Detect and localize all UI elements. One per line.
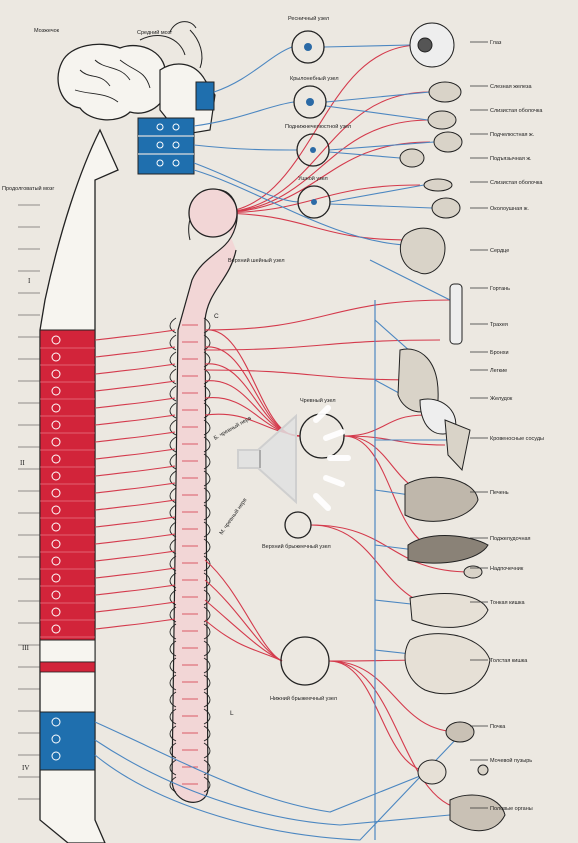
parotid-organ xyxy=(424,179,452,191)
organ-label-mucosa2: Слизистая оболочка xyxy=(490,180,543,186)
chain-label-C: C xyxy=(214,313,219,320)
organ-label-stomach: Желудок xyxy=(490,396,513,402)
organ-label-trachea: Трахея xyxy=(490,322,508,328)
label-medulla: Продолговатый мозг xyxy=(2,185,54,192)
organ-label-mucosa: Слизистая оболочка xyxy=(490,108,543,114)
label-submandibular-ganglion: Поднижнечелюстной узел xyxy=(285,123,351,130)
chain-label-L: L xyxy=(230,710,234,717)
label-superior-cervical: Верхний шейный узел xyxy=(228,257,285,264)
organ-label-eye: Глаз xyxy=(490,40,502,46)
label-midbrain: Средний мозг xyxy=(137,29,172,36)
organ-label-vessels: Кровеносные сосуды xyxy=(490,436,544,442)
lacrimal-organ xyxy=(429,82,461,102)
roman-II: II xyxy=(20,459,25,467)
organ-label-large_int: Толстая кишка xyxy=(490,658,528,664)
organ-label-genitals: Половые органы xyxy=(490,806,533,812)
organ-label-bladder: Мочевой пузырь xyxy=(490,757,532,764)
small-int-organ xyxy=(410,594,488,628)
label-otic-ganglion: Ушной узел xyxy=(298,175,328,182)
label-superior-mesenteric: Верхний брыжеечный узел xyxy=(262,543,331,550)
organ-label-lungs: Легкие xyxy=(490,368,507,374)
organ-label-parotid: Околоушная ж. xyxy=(490,206,529,212)
roman-IV: IV xyxy=(22,764,29,772)
organ-label-kidney: Почка xyxy=(490,724,506,730)
submandibular-organ xyxy=(434,132,462,152)
kidney-organ xyxy=(446,722,474,742)
trachea-organ xyxy=(450,284,462,344)
organ-label-pancreas: Поджелудочная xyxy=(490,536,531,542)
label-celiac: Чревный узел xyxy=(300,397,336,404)
label-pterygopalatine-ganglion: Крылонебный узел xyxy=(290,75,339,82)
organ-label-bronchi: Бронхи xyxy=(490,350,509,356)
organ-label-submandibular: Подчелюстная ж. xyxy=(490,132,535,138)
label-cerebellum: Мозжечок xyxy=(34,28,60,34)
roman-III: III xyxy=(22,644,30,652)
organ-label-adrenal: Надпочечник xyxy=(490,566,524,572)
organ-label-larynx: Гортань xyxy=(490,286,510,292)
organ-label-lacrimal: Слезная железа xyxy=(490,84,532,90)
organ-label-heart: Сердце xyxy=(490,248,509,254)
label-ciliary-ganglion: Ресничный узел xyxy=(288,15,329,22)
organ-label-small_int: Тонкая кишка xyxy=(490,600,526,606)
mucosa-organ xyxy=(428,111,456,129)
organ-label-liver: Печень xyxy=(490,490,509,496)
label-inferior-mesenteric: Нижний брыжеечный узел xyxy=(270,695,337,702)
bladder-organ xyxy=(418,760,446,784)
superior-cervical-ganglion-circle xyxy=(189,189,237,237)
organ-label-sublingual: Подъязычная ж. xyxy=(490,156,532,162)
